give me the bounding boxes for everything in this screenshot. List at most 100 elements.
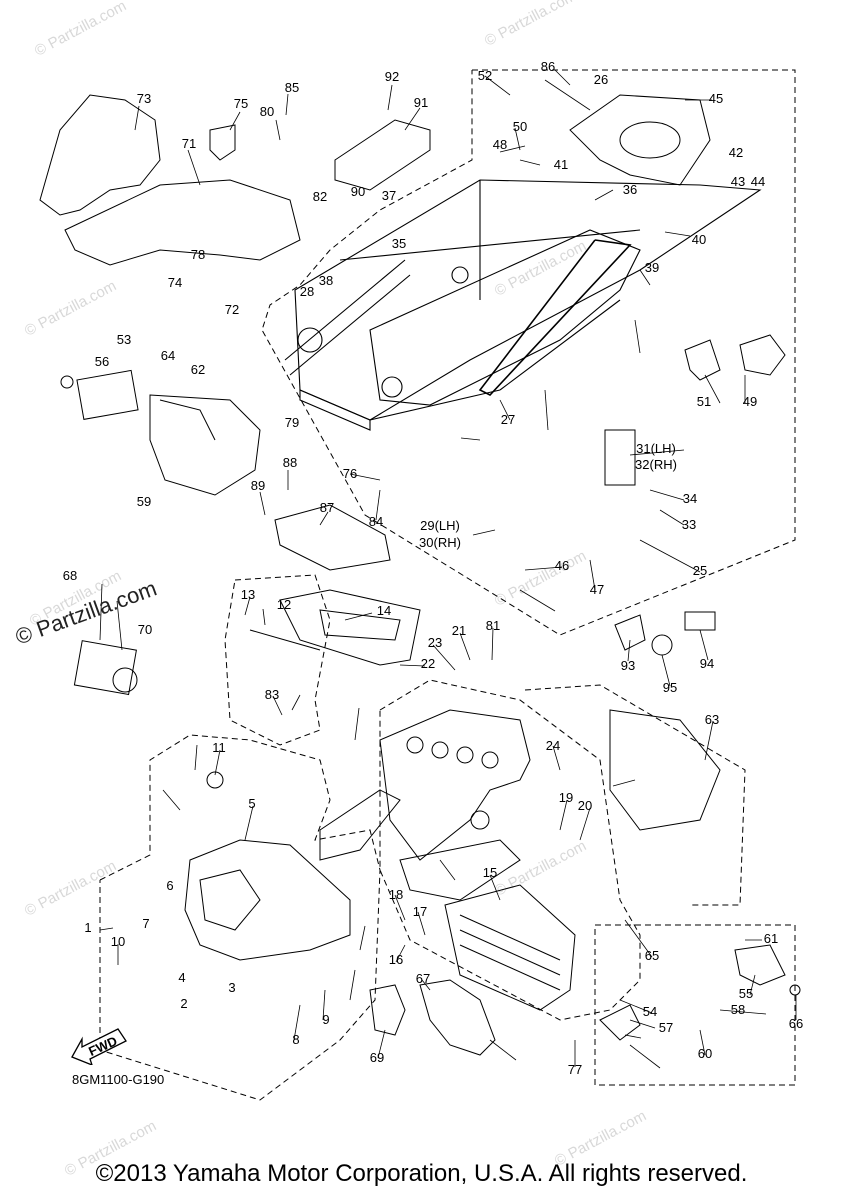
callout-71: 71	[182, 136, 196, 151]
callout-35: 35	[392, 236, 406, 251]
callout-92: 92	[385, 69, 399, 84]
seat-support-64	[60, 369, 261, 496]
callout-93: 93	[621, 658, 635, 673]
callout-53: 53	[117, 332, 131, 347]
callout-74: 74	[168, 275, 182, 290]
callout-59: 59	[137, 494, 151, 509]
callout-90: 90	[351, 184, 365, 199]
callout-47: 47	[590, 582, 604, 597]
callout-69: 69	[370, 1050, 384, 1065]
callout-26: 26	[594, 72, 608, 87]
callout-82: 82	[313, 189, 327, 204]
callout-94: 94	[700, 656, 714, 671]
bracket-55	[734, 944, 801, 996]
bracket-57	[599, 1004, 641, 1041]
callout-31lh: 31(LH)	[636, 441, 676, 456]
callout-42: 42	[729, 145, 743, 160]
copyright-notice: ©2013 Yamaha Motor Corporation, U.S.A. A…	[95, 1160, 748, 1187]
group-outline-upper-frame	[261, 69, 796, 636]
callout-28: 28	[300, 284, 314, 299]
callout-84: 84	[369, 514, 383, 529]
plate-93-95	[614, 611, 716, 656]
callout-80: 80	[260, 104, 274, 119]
callout-18: 18	[389, 887, 403, 902]
callout-19: 19	[559, 790, 573, 805]
group-outline-right-parts	[594, 924, 796, 1086]
callout-6: 6	[166, 878, 173, 893]
top-plate-91	[334, 119, 431, 191]
callout-56: 56	[95, 354, 109, 369]
callout-61: 61	[764, 931, 778, 946]
plate-51	[684, 339, 721, 381]
callout-66: 66	[789, 1016, 803, 1031]
callout-16: 16	[389, 952, 403, 967]
callout-76: 76	[343, 466, 357, 481]
callout-75: 75	[234, 96, 248, 111]
callout-9: 9	[322, 1012, 329, 1027]
callout-62: 62	[191, 362, 205, 377]
drawing-code: 8GM1100-G190	[72, 1072, 165, 1087]
callout-39: 39	[645, 260, 659, 275]
callout-54: 54	[643, 1004, 657, 1019]
callout-79: 79	[285, 415, 299, 430]
callout-41: 41	[554, 157, 568, 172]
callout-83: 83	[265, 687, 279, 702]
cover-73-71	[39, 94, 301, 266]
callout-3: 3	[228, 980, 235, 995]
rear-bracket-26	[569, 94, 711, 186]
callout-88: 88	[283, 455, 297, 470]
callout-38: 38	[319, 273, 333, 288]
plate-49	[739, 334, 786, 376]
leader-lines	[99, 69, 797, 1069]
callout-44: 44	[751, 174, 765, 189]
callout-89: 89	[251, 478, 265, 493]
callout-4: 4	[178, 970, 185, 985]
callout-10: 10	[111, 934, 125, 949]
callout-30rh: 30(RH)	[419, 535, 461, 550]
callout-65: 65	[645, 948, 659, 963]
callout-20: 20	[578, 798, 592, 813]
callout-49: 49	[743, 394, 757, 409]
callout-91: 91	[414, 95, 428, 110]
callout-37: 37	[382, 188, 396, 203]
callout-15: 15	[483, 865, 497, 880]
callout-17: 17	[413, 904, 427, 919]
callout-40: 40	[692, 232, 706, 247]
callout-68: 68	[63, 568, 77, 583]
callout-5: 5	[248, 796, 255, 811]
callout-11: 11	[212, 740, 226, 755]
callout-77: 77	[568, 1062, 582, 1077]
callout-81: 81	[486, 618, 500, 633]
callout-72: 72	[225, 302, 239, 317]
callout-43: 43	[731, 174, 745, 189]
callout-2: 2	[180, 996, 187, 1011]
callout-48: 48	[493, 137, 507, 152]
callout-labels: 1234567891011121314151617181920212223242…	[63, 59, 803, 1077]
guard-63	[609, 709, 721, 831]
callout-51: 51	[697, 394, 711, 409]
callout-58: 58	[731, 1002, 745, 1017]
group-outline-bulkhead	[99, 574, 381, 1101]
callout-12: 12	[277, 597, 291, 612]
callout-85: 85	[285, 80, 299, 95]
callout-57: 57	[659, 1020, 673, 1035]
callout-29lh: 29(LH)	[420, 518, 460, 533]
callout-70: 70	[138, 622, 152, 637]
front-suspension-mount	[73, 640, 351, 961]
callout-32rh: 32(RH)	[635, 457, 677, 472]
callout-45: 45	[709, 91, 723, 106]
bulkhead-14	[249, 589, 421, 666]
callout-1: 1	[84, 920, 91, 935]
callout-34: 34	[683, 491, 697, 506]
forward-arrow: FWD	[70, 1025, 130, 1070]
callout-7: 7	[142, 916, 149, 931]
callout-27: 27	[501, 412, 515, 427]
callout-55: 55	[739, 986, 753, 1001]
callout-64: 64	[161, 348, 175, 363]
callout-25: 25	[693, 563, 707, 578]
callout-21: 21	[452, 623, 466, 638]
front-frame	[319, 709, 531, 901]
callout-23: 23	[428, 635, 442, 650]
callout-60: 60	[698, 1046, 712, 1061]
